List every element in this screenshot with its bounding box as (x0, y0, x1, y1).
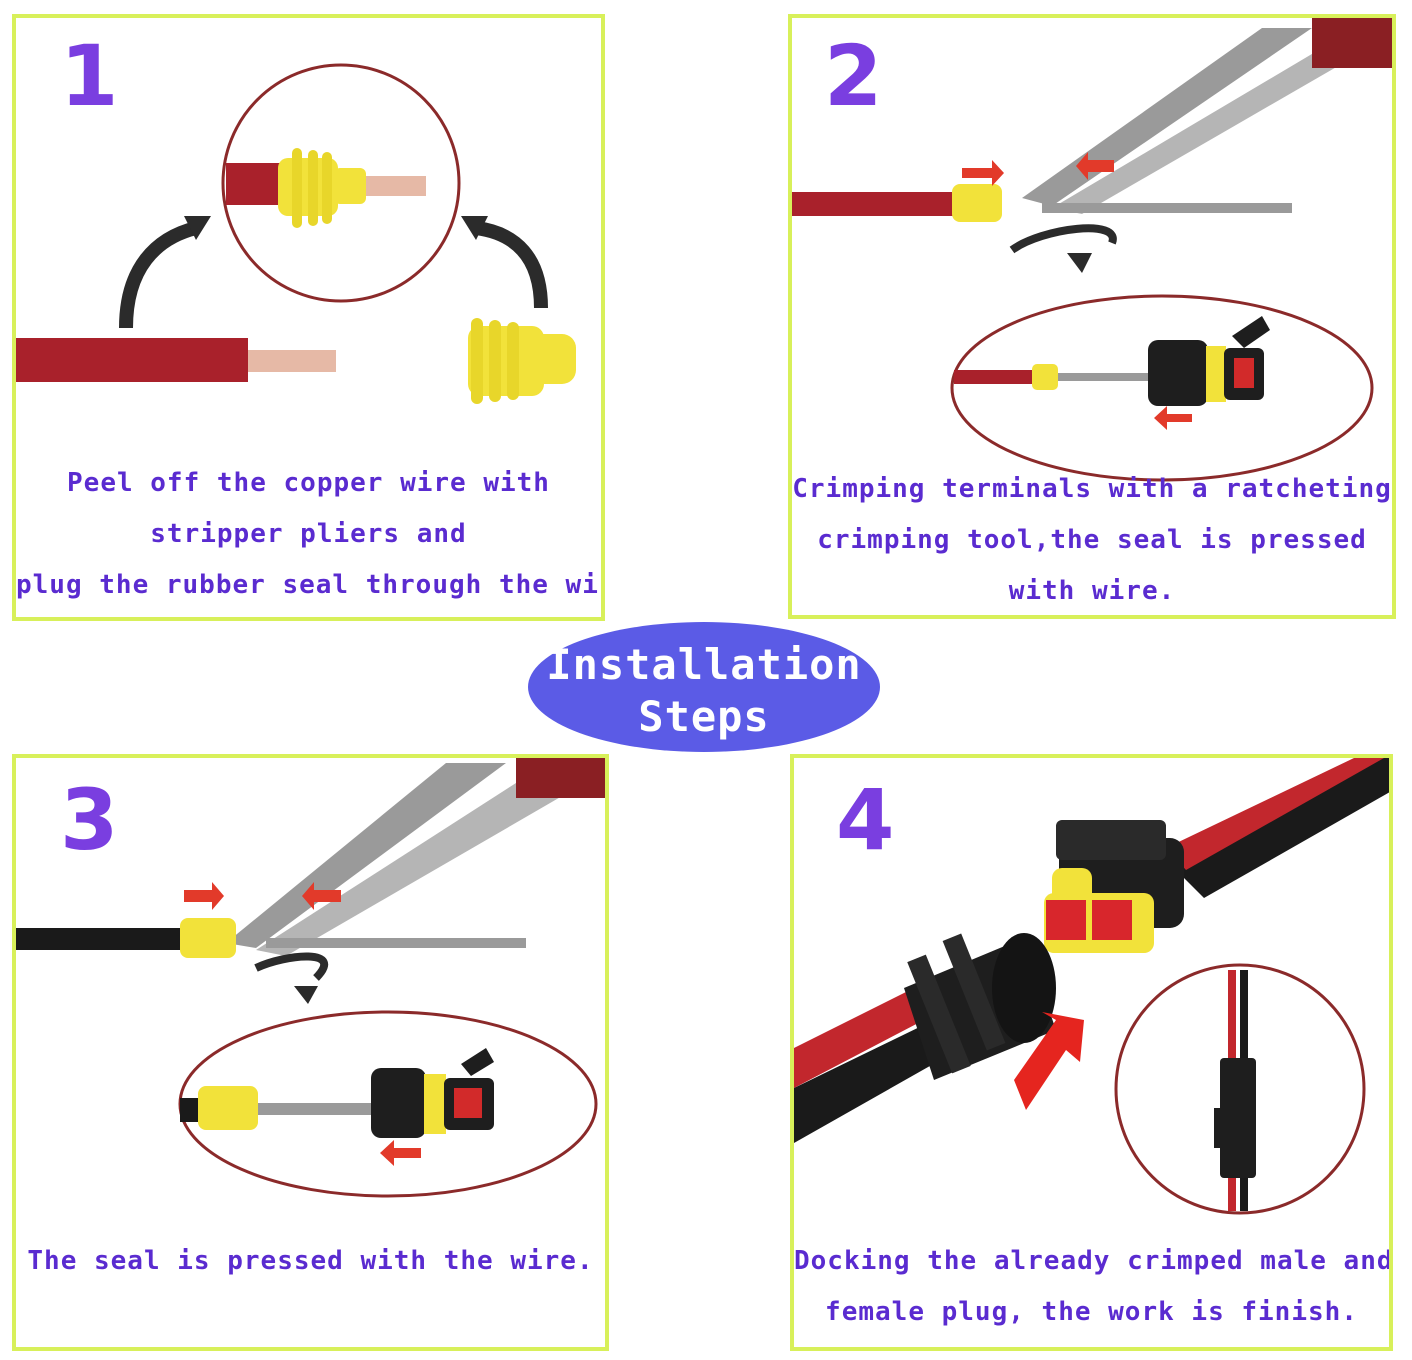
step-number: 2 (824, 34, 882, 118)
step-caption: Docking the already crimped male and fem… (794, 1236, 1389, 1338)
caption-line: plug the rubber seal through the wire. (16, 560, 601, 611)
caption-line: stripper pliers and (16, 509, 601, 560)
seal-detail (198, 1086, 258, 1130)
caption-line: Docking the already crimped male and (794, 1236, 1389, 1287)
terminal-detail (1058, 373, 1148, 381)
black-wire (16, 928, 186, 950)
black-wire (1240, 1178, 1248, 1211)
black-wire (1174, 758, 1393, 898)
red-wire (792, 192, 957, 216)
stripped-wire (16, 338, 248, 382)
badge-line-1: Installation (526, 640, 882, 689)
arrow-head-down (1067, 253, 1092, 273)
red-arrow-right-icon (962, 160, 1004, 186)
rubber-seal (180, 918, 236, 958)
caption-line: Crimping terminals with a ratcheting (792, 464, 1392, 515)
caption-line: female plug, the work is finish. (794, 1287, 1389, 1338)
mated-connector-icon (1220, 1058, 1256, 1178)
loose-seal-icon (468, 318, 576, 404)
rubber-seal (952, 184, 1002, 222)
terminal-pin (1042, 203, 1292, 213)
curved-arrow-down (256, 956, 324, 978)
latch-icon (1214, 1108, 1224, 1148)
step-number: 4 (836, 778, 894, 862)
caption-line: Peel off the copper wire with (16, 458, 601, 509)
female-plug-icon (1044, 820, 1184, 953)
crimping-pliers-icon (1022, 18, 1396, 214)
crimping-pliers-icon (226, 758, 609, 956)
badge-line-2: Steps (526, 692, 882, 741)
step-caption: The seal is pressed with the wire. (16, 1236, 605, 1287)
installation-steps-badge: Installation Steps (526, 620, 882, 754)
terminal-pin (266, 938, 526, 948)
step-number: 1 (60, 34, 118, 118)
step-4-panel: 4 Docking the already crimped male and f… (790, 754, 1393, 1351)
step-1-panel: 1 Peel off the copper wire with stripper… (12, 14, 605, 621)
wire-detail (954, 370, 1034, 384)
step-2-panel: 2 Crimping terminals with a ratcheting c… (788, 14, 1396, 619)
arrow-head-down (294, 986, 318, 1004)
wire-copper-end (248, 350, 336, 372)
red-arrow-right-icon (184, 882, 224, 910)
curved-arrow-right (476, 228, 541, 308)
step-3-panel: 3 The seal is pressed with the wire. (12, 754, 609, 1351)
caption-line: with wire. (792, 566, 1392, 617)
curved-arrow-down (1012, 228, 1113, 250)
caption-line: crimping tool,the seal is pressed (792, 515, 1392, 566)
seal-detail (1032, 364, 1058, 390)
terminal-detail (258, 1103, 378, 1115)
step-number: 3 (60, 778, 118, 862)
red-wire (1228, 1178, 1236, 1211)
step-caption: Peel off the copper wire with stripper p… (16, 458, 601, 611)
curved-arrow-left (126, 228, 196, 328)
step-caption: Crimping terminals with a ratcheting cri… (792, 464, 1392, 617)
caption-line: The seal is pressed with the wire. (16, 1236, 605, 1287)
